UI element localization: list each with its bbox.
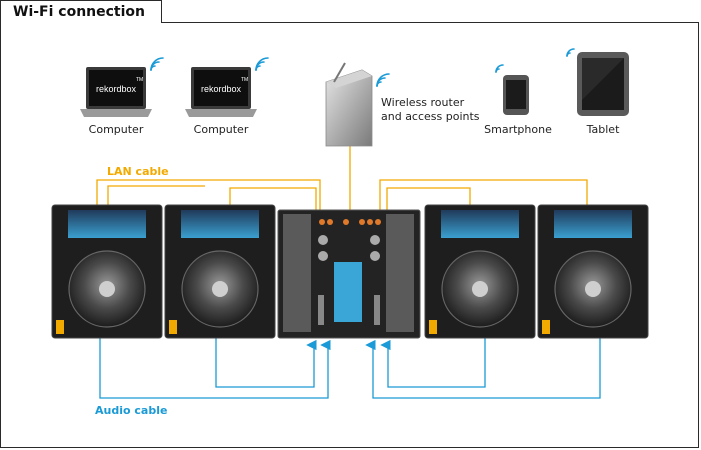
wifi-icon	[566, 48, 575, 57]
tablet-icon	[577, 52, 629, 116]
wifi-icon	[150, 57, 164, 71]
wifi-icon	[255, 57, 269, 71]
computer-2-label: Computer	[193, 123, 249, 136]
computer-2-icon	[185, 67, 257, 117]
audio-cable-label: Audio cable	[95, 404, 168, 417]
computer-2-screen-text: rekordbox	[201, 84, 242, 94]
computer-1-tm: TM	[136, 77, 143, 83]
dj-player-1-icon	[51, 204, 163, 339]
wifi-icon	[495, 64, 504, 73]
router-icon	[325, 62, 373, 147]
computer-2-tm: TM	[241, 77, 248, 83]
title-tab: Wi-Fi connection	[0, 0, 162, 23]
smartphone-icon	[503, 75, 529, 115]
dj-mixer-icon	[277, 209, 421, 339]
dj-player-3-icon	[424, 204, 536, 339]
router-label-line-1: Wireless router	[381, 96, 465, 109]
diagram-frame	[0, 22, 699, 448]
smartphone-label: Smartphone	[484, 123, 552, 136]
tablet-label: Tablet	[586, 123, 620, 136]
page-title: Wi-Fi connection	[13, 4, 146, 20]
dj-player-2-icon	[164, 204, 276, 339]
computer-1-screen-text: rekordbox	[96, 84, 137, 94]
computer-1-icon	[80, 67, 152, 117]
computer-1-label: Computer	[88, 123, 144, 136]
audio-cables	[99, 338, 601, 399]
wifi-icon	[376, 73, 390, 87]
lan-cable-label: LAN cable	[107, 165, 169, 178]
dj-player-4-icon	[537, 204, 649, 339]
router-label-line-2: and access points	[381, 110, 480, 123]
